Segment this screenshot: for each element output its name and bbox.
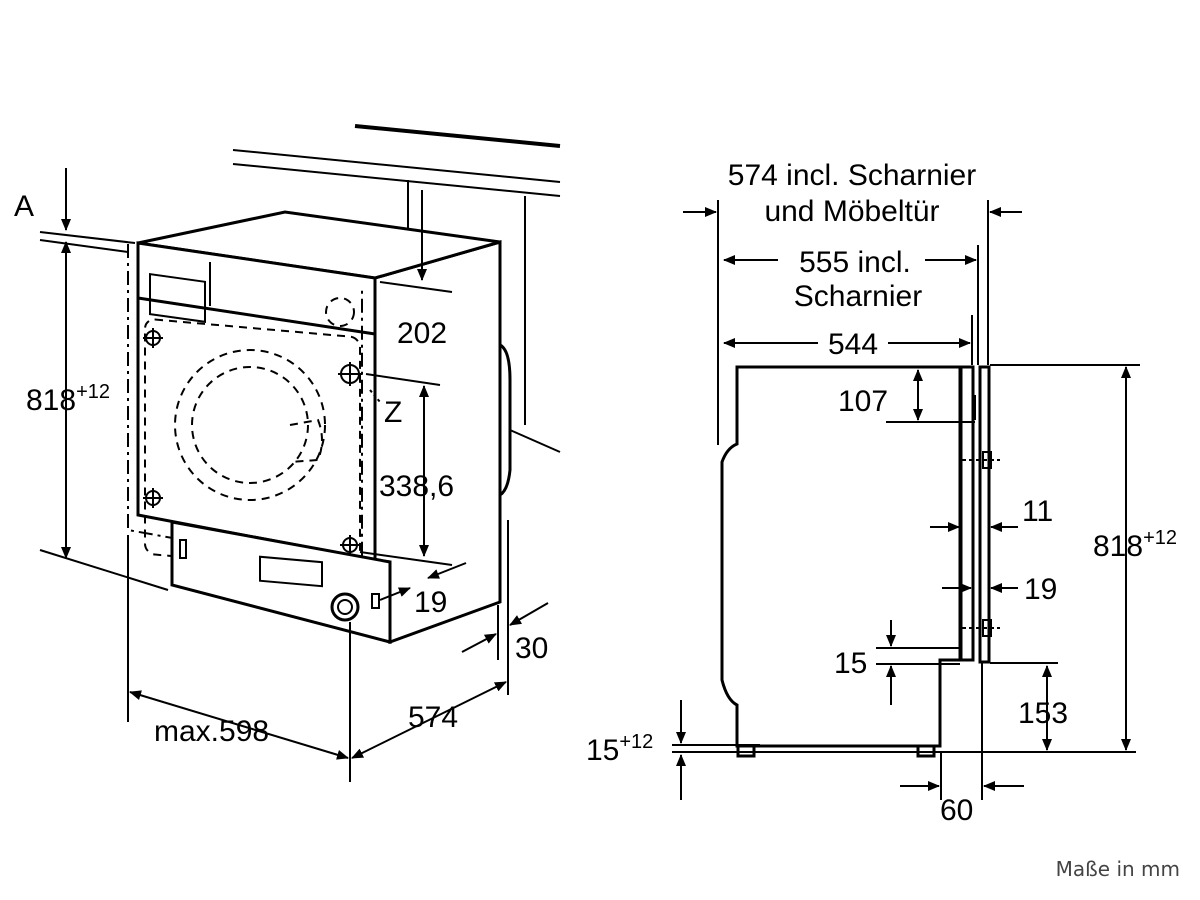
side-furniture-door [978,365,991,664]
dim-338-extension-bottom [359,551,453,566]
side-height-value: 818+12 [1093,527,1177,563]
dim-30-label: 30 [515,632,548,665]
dim-598-label: max.598 [154,715,269,748]
side-door-panel [959,365,975,662]
dim-574-depth-label: 574 [408,701,458,734]
dim-555-label-line1: 555 incl. [799,246,911,279]
dim-60-label: 60 [940,794,973,827]
dim-107-label: 107 [838,385,888,418]
dim-30-arrow-2 [461,633,497,653]
z-leader [369,389,381,403]
plinth-slot [179,539,187,559]
dim-574-depth-line [351,681,507,759]
side-dim-19-label: 19 [1024,573,1057,606]
dim-height-extension-bottom [39,549,169,591]
drain-pump-knob [330,592,360,622]
ceiling-line-2 [232,163,561,197]
dim-30-arrow-1 [509,602,549,626]
installation-frame [127,244,363,574]
dim-19-arrow-2 [379,587,411,601]
drain-pump-knob-inner [337,599,353,615]
dim-11-label: 11 [1022,495,1053,528]
drum-dashed-circle [191,366,309,484]
dim-338-label: 338,6 [379,470,454,503]
front-height-value: 818+12 [26,381,110,417]
front-dim-19-label: 19 [414,586,447,619]
wall-top-line [354,124,561,148]
side-hinge-2 [962,619,1000,637]
dim-574-label-line2: und Möbeltür [764,195,939,228]
dim-338-extension-top [365,373,441,386]
side-view: 574 incl. Scharnier und Möbeltür 555 inc… [586,159,1177,827]
label-z: Z [384,396,402,429]
panel-divider [137,296,376,336]
door-handle-dashed [289,418,323,463]
units-note: Maße in mm [1056,857,1180,881]
machine-side-bulge [499,343,512,497]
dim-15-label: 15 [834,647,867,680]
detergent-drawer [149,272,206,323]
dim-202-label: 202 [397,317,447,350]
door-dashed-circle [174,349,326,501]
dim-544-label: 544 [828,328,878,361]
ceiling-line-1 [232,149,561,183]
label-a: A [14,190,34,223]
fixing-point-3 [338,362,362,386]
fixing-point-2 [143,488,163,508]
dim-555-label-line2: Scharnier [794,280,922,313]
front-view: A 818+12 202 Z 338,6 19 30 max.598 574 [14,124,561,782]
dim-202-extension [379,281,453,293]
floor-wall-line [509,429,561,453]
dim-598-line [129,690,349,760]
machine-front-face [136,241,377,562]
dim-a-extension-2 [39,239,129,253]
fixing-point-1 [143,328,163,348]
dim-574-label-line1: 574 incl. Scharnier [728,159,976,192]
dim-153-label: 153 [1018,697,1068,730]
machine-side-face [373,240,502,645]
dim-a-extension-1 [39,231,136,244]
feet-height-value: 15+12 [586,731,653,767]
side-hinge-1 [962,451,1000,469]
plinth-service-flap [259,555,323,588]
side-machine-outline [720,365,962,748]
dim-19-arrow-1 [427,562,467,579]
plinth-foot-marker [371,593,380,609]
fixing-point-4 [340,535,360,555]
top-dashed-circle [325,297,355,327]
